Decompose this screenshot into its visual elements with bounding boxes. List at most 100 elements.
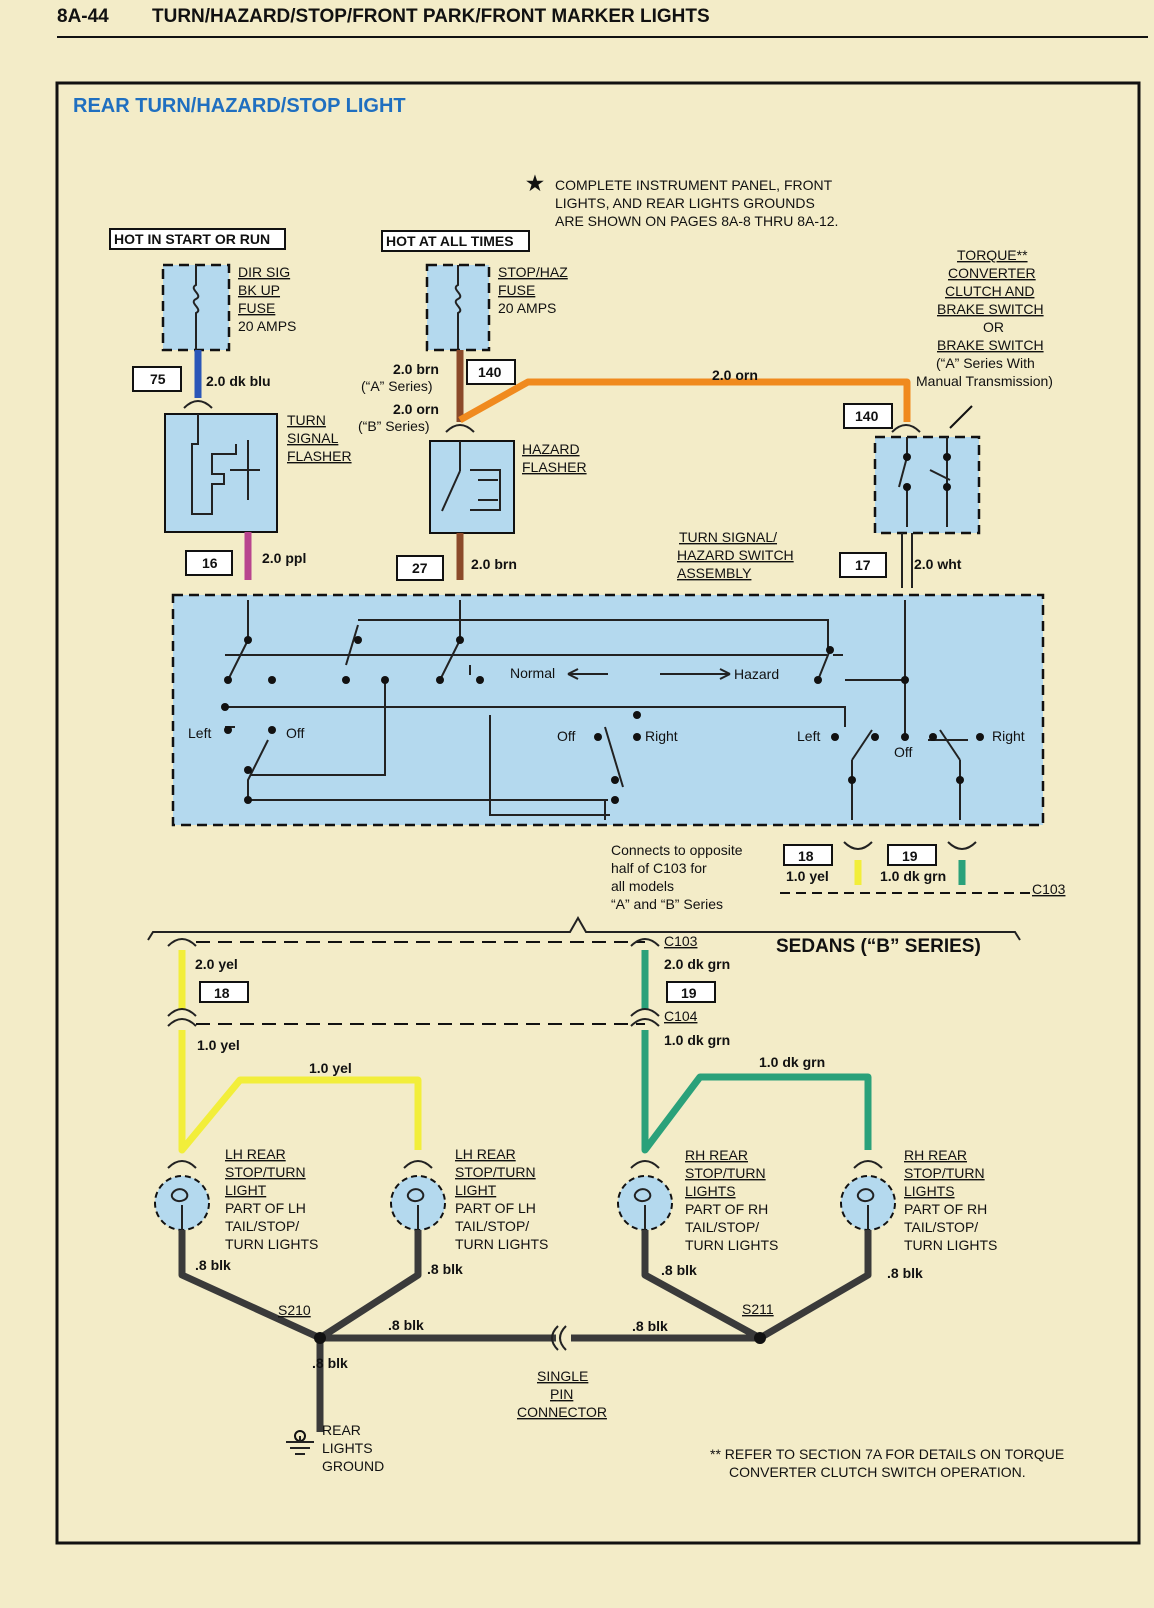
dir-sig-label-3: FUSE: [238, 300, 275, 316]
wire-label-ppl: 2.0 ppl: [262, 550, 306, 566]
dir-sig-label-4: 20 AMPS: [238, 318, 296, 334]
turn-flasher-label-2: SIGNAL: [287, 430, 339, 446]
flasher-icon: [441, 441, 501, 512]
wire-label-brn: 2.0 brn: [471, 556, 517, 572]
sedans-bracket: [147, 915, 1021, 941]
s210: S210: [278, 1302, 311, 1318]
svg-text:LIGHT: LIGHT: [225, 1182, 267, 1198]
turn-signal-flasher: [164, 413, 278, 533]
dir-sig-label-1: DIR SIG: [238, 264, 290, 280]
hot-start-run-box: [109, 228, 286, 250]
hot-start-run-label: HOT IN START OR RUN: [114, 231, 270, 247]
circuit-19-a: 19: [902, 848, 918, 864]
torque-label-1: TORQUE**: [957, 247, 1028, 263]
wire-label-dkgrn-1c: 1.0 dk grn: [759, 1054, 825, 1070]
bulb-icon: [406, 1188, 425, 1230]
wire-label-brn-a: 2.0 brn: [393, 361, 439, 377]
wire-label-blk-7: .8 blk: [312, 1355, 348, 1371]
svg-text:LH REAR: LH REAR: [225, 1146, 286, 1162]
circuit-19-b: 19: [681, 985, 697, 1001]
svg-text:PART OF RH: PART OF RH: [685, 1201, 768, 1217]
svg-text:TURN LIGHTS: TURN LIGHTS: [225, 1236, 318, 1252]
wire-label-blk-1: .8 blk: [195, 1257, 231, 1273]
circuit-18-a: 18: [798, 848, 814, 864]
wire-label-a-series: (“A” Series): [361, 378, 433, 394]
torque-label-6: BRAKE SWITCH: [937, 337, 1044, 353]
ground-note-3: ARE SHOWN ON PAGES 8A-8 THRU 8A-12.: [555, 213, 838, 229]
splice-s211: [754, 1332, 766, 1344]
star-icon: ★: [526, 173, 544, 195]
hazard-flasher: [429, 440, 515, 534]
torque-label-4: BRAKE SWITCH: [937, 301, 1044, 317]
sedans-label: SEDANS (“B” SERIES): [776, 936, 981, 957]
switch-left-1: Left: [188, 725, 211, 741]
turn-flasher-label-1: TURN: [287, 412, 326, 428]
single-pin-label-3: CONNECTOR: [517, 1404, 607, 1420]
svg-text:TAIL/STOP/: TAIL/STOP/: [685, 1219, 759, 1235]
flasher-icon: [191, 414, 260, 515]
svg-text:LIGHTS: LIGHTS: [685, 1183, 736, 1199]
wire-label-blk-6: .8 blk: [632, 1318, 668, 1334]
svg-text:PART OF LH: PART OF LH: [455, 1200, 536, 1216]
stop-haz-label-1: STOP/HAZ: [498, 264, 568, 280]
ground-note-1: COMPLETE INSTRUMENT PANEL, FRONT: [555, 177, 833, 193]
opposite-note-1: Connects to opposite: [611, 842, 743, 858]
hazard-flasher-label-1: HAZARD: [522, 441, 580, 457]
fuse-icon: [454, 265, 462, 350]
svg-text:LH REAR: LH REAR: [455, 1146, 516, 1162]
circuit-27: 27: [412, 560, 428, 576]
connector-icon: [183, 400, 213, 409]
fuse-icon: [192, 265, 200, 350]
splice-s210: [314, 1332, 326, 1344]
assembly-label-2: HAZARD SWITCH: [677, 547, 794, 563]
single-pin-label-1: SINGLE: [537, 1368, 588, 1384]
diagram-frame: [55, 81, 1141, 1545]
rear-ground-label-3: GROUND: [322, 1458, 384, 1474]
svg-text:STOP/TURN: STOP/TURN: [225, 1164, 306, 1180]
opposite-note-3: all models: [611, 878, 674, 894]
footnote-1: ** REFER TO SECTION 7A FOR DETAILS ON TO…: [710, 1446, 1064, 1462]
c103-b: C103: [664, 933, 698, 949]
ground-note-2: LIGHTS, AND REAR LIGHTS GROUNDS: [555, 195, 815, 211]
wire-label-blk-3: .8 blk: [661, 1262, 697, 1278]
circuit-140-b: 140: [855, 408, 879, 424]
svg-text:TAIL/STOP/: TAIL/STOP/: [455, 1218, 529, 1234]
wire-label-orn-b: 2.0 orn: [393, 401, 439, 417]
wire-label-blk-5: .8 blk: [388, 1317, 424, 1333]
svg-text:STOP/TURN: STOP/TURN: [455, 1164, 536, 1180]
svg-text:STOP/TURN: STOP/TURN: [685, 1165, 766, 1181]
switch-normal: Normal: [510, 665, 555, 681]
circuit-17: 17: [855, 557, 871, 573]
switch-right-2: Right: [645, 728, 678, 744]
rear-ground-label-1: REAR: [322, 1422, 361, 1438]
switch-left-3: Left: [797, 728, 820, 744]
svg-text:PART OF LH: PART OF LH: [225, 1200, 306, 1216]
svg-text:TURN LIGHTS: TURN LIGHTS: [685, 1237, 778, 1253]
hot-all-times-box: [381, 230, 530, 252]
pointer-arrow: [949, 405, 973, 429]
wire-label-dkgrn-2: 2.0 dk grn: [664, 956, 730, 972]
switch-off-1: Off: [286, 725, 305, 741]
connector-icon: [891, 424, 921, 433]
footnote-2: CONVERTER CLUTCH SWITCH OPERATION.: [729, 1464, 1026, 1480]
circuit-75: 75: [150, 371, 166, 387]
stop-haz-label-2: FUSE: [498, 282, 535, 298]
torque-label-2: CONVERTER: [948, 265, 1036, 281]
bulb-icon: [856, 1188, 875, 1230]
circuit-18-b: 18: [214, 985, 230, 1001]
svg-text:PART OF RH: PART OF RH: [904, 1201, 987, 1217]
connector-icon: [843, 841, 977, 850]
torque-label-5: OR: [983, 319, 1004, 335]
wire-label-dk-blu: 2.0 dk blu: [206, 373, 271, 389]
stop-haz-fuse: [425, 263, 491, 352]
wire-dkgrn-2: [641, 950, 872, 1154]
wire-orn: [458, 378, 911, 424]
wire-label-dkgrn-1: 1.0 dk grn: [880, 868, 946, 884]
switch-off-3: Off: [894, 744, 913, 760]
svg-text:TURN LIGHTS: TURN LIGHTS: [455, 1236, 548, 1252]
dir-sig-fuse: [161, 263, 231, 352]
stop-haz-label-3: 20 AMPS: [498, 300, 556, 316]
dir-sig-label-2: BK UP: [238, 282, 280, 298]
rh-rear-2-label: RH REAR STOP/TURN LIGHTS PART OF RH TAIL…: [904, 1147, 997, 1253]
